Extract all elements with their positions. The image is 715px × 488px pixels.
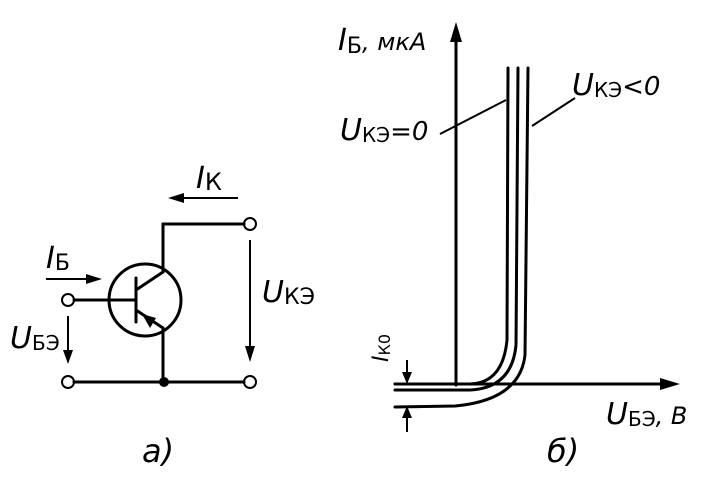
curve-uke-zero [393,66,510,386]
ik0-arrow-down-icon [402,372,412,384]
x-axis-arrow-icon [660,378,680,390]
curve-uke-neg-1 [393,66,520,392]
ib-arrow-icon [86,274,102,284]
ube-label: UБЭ [10,321,60,356]
ik0-arrow-up-icon [402,406,412,418]
base-terminal [61,293,75,307]
y-axis-arrow-icon [450,22,462,42]
transistor-circuit: IК IБ UБЭ UКЭ а) [10,161,315,470]
ik0-label: IК0 [369,334,394,362]
collector-terminal [243,217,257,231]
label-uke-zero: UКЭ=0 [340,113,428,148]
ik-arrow-icon [168,193,184,203]
collector-lead-inner [134,270,165,292]
leader-uke-zero [439,99,507,135]
ube-arrow-icon [63,350,73,364]
uke-label: UКЭ [262,275,315,310]
caption-a: а) [142,432,174,470]
uke-arrow-icon [245,346,255,362]
emitter-arrow-icon [142,314,156,328]
junction-dot [159,377,169,387]
curve-uke-neg-2 [393,66,530,409]
leader-uke-neg [531,97,576,127]
label-uke-neg: UКЭ<0 [572,68,660,103]
caption-b: б) [547,432,579,470]
y-axis-label: IБ, мкА [338,23,426,59]
x-axis-label: UБЭ, В [606,397,687,432]
common-terminal [243,375,257,389]
ik-label: IК [196,161,222,196]
emitter-terminal [61,375,75,389]
input-characteristics-graph: IБ, мкА UБЭ, В UКЭ=0 UКЭ<0 IК0 б) [338,22,687,470]
ib-label: IБ [46,241,70,276]
